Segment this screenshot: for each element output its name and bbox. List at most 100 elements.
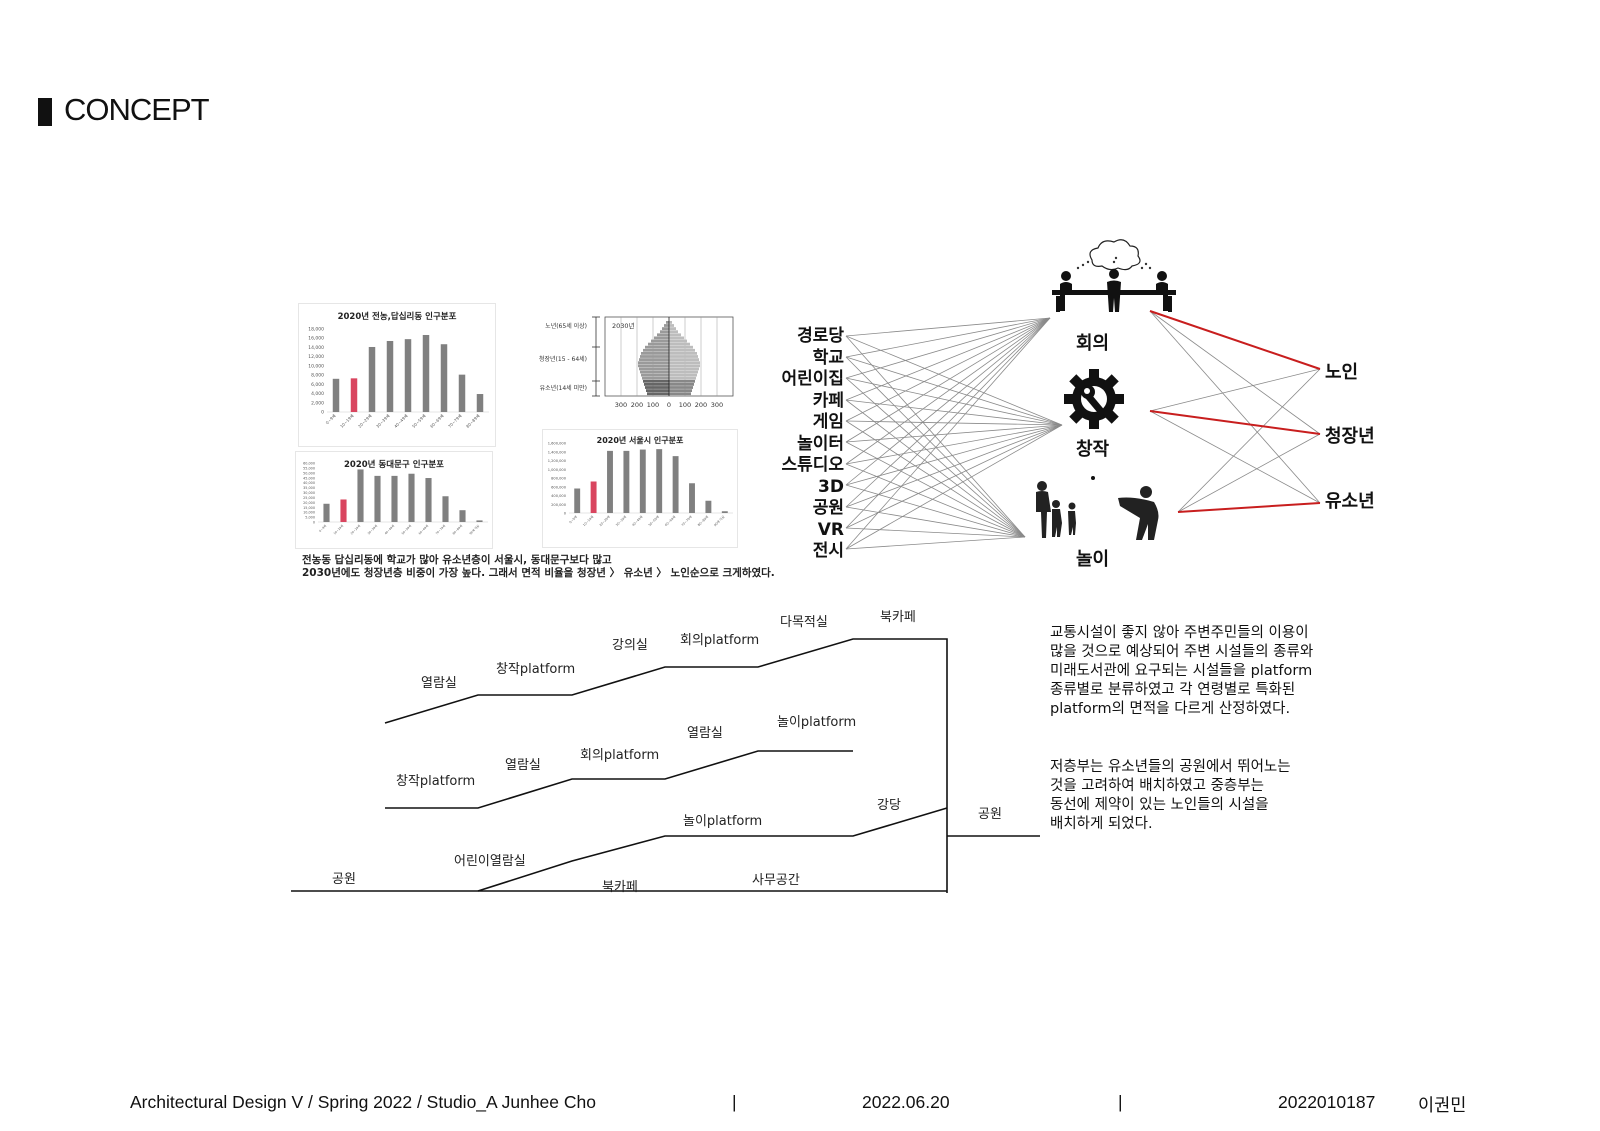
section-label: 강의실 [612, 638, 648, 653]
pyramid-bar-left [657, 333, 669, 337]
pyramid-bar-left [662, 327, 669, 330]
x-tick-label: 0~9세 [317, 523, 327, 533]
pyramid-bar-right [669, 342, 690, 346]
pyramid-bar-right [669, 370, 698, 374]
facility-label: 공원 [812, 498, 844, 518]
activity-label-play: 놀이 [1076, 549, 1110, 570]
chart-seoul-title: 2020년 서울시 인구분포 [596, 436, 684, 445]
pyramid-x-tick: 300 [711, 401, 723, 409]
pyramid-band-label: 노년(65세 이상) [545, 322, 587, 330]
facility-label: 전시 [812, 541, 844, 561]
pyramid-bar-left [638, 364, 669, 368]
bar [623, 450, 630, 513]
y-tick-label: 12,000 [308, 354, 324, 360]
pyramid-bar-right [669, 352, 697, 355]
pyramid-bar-right [669, 339, 687, 343]
pyramid-bar-right [669, 389, 692, 392]
network-link-highlight [1149, 310, 1321, 370]
description-line: 동선에 제약이 있는 노인들의 시설을 [1050, 797, 1269, 813]
facility-label: 3D [818, 476, 844, 497]
footer-separator: | [732, 1092, 737, 1112]
network-link [845, 420, 1063, 426]
footer-name: 이권민 [1418, 1095, 1467, 1115]
network-link [845, 399, 1026, 538]
dot-separator [1091, 476, 1095, 480]
description-line: 미래도서관에 요구되는 시설들을 platform [1050, 663, 1313, 679]
section-label: 열람실 [421, 676, 457, 691]
pyramid-bar-right [669, 373, 697, 377]
network-link [845, 317, 1051, 337]
pyramid-bar-left [654, 336, 669, 340]
network-link [845, 484, 1026, 538]
bar [689, 483, 695, 513]
bar [476, 394, 484, 412]
section-upper-floor [384, 638, 948, 893]
y-tick-label: 1,400,000 [548, 450, 567, 454]
pyramid-x-tick: 200 [695, 401, 707, 409]
bar [368, 346, 376, 412]
pyramid-x-tick: 100 [679, 401, 691, 409]
section-label: 회의platform [580, 748, 660, 763]
network-link [1177, 368, 1321, 513]
age-label-youth: 청장년 [1325, 426, 1375, 447]
section-middle-floor [385, 750, 853, 809]
facility-label: 학교 [812, 347, 844, 368]
pyramid-bar-left [640, 355, 669, 358]
section-label: 어린이열람실 [454, 854, 526, 869]
pyramid-bar-right [669, 330, 678, 334]
pyramid-bar-right [669, 348, 695, 352]
gear-wrench-icon [1064, 369, 1124, 429]
network-link [845, 536, 1026, 550]
description-line: 교통시설이 좋지 않아 주변주민들의 이용이 [1050, 625, 1309, 641]
pyramid-bar-left [664, 324, 669, 327]
section-label: 창작platform [496, 662, 576, 677]
bar [574, 488, 581, 513]
y-tick-label: 50,000 [303, 471, 315, 475]
pyramid-bar-right [669, 361, 700, 365]
description-line: platform의 면적을 다르게 산정하였다. [1050, 701, 1291, 717]
pyramid-bar-left [641, 373, 669, 377]
pyramid-x-tick: 200 [631, 401, 643, 409]
age-label-child: 유소년 [1325, 491, 1375, 512]
thought-cloud-icon [1089, 239, 1141, 271]
network-link [845, 317, 1051, 379]
facility-label: 어린이집 [781, 369, 844, 389]
description-paragraph-2: 저층부는 유소년들의 공원에서 뛰어노는 것을 고려하여 배치하였고 중층부는 … [1050, 758, 1380, 834]
chart-dongdaemun-title: 2020년 동대문구 인구분포 [344, 460, 444, 470]
chart-caption-line1: 전농동 답십리동에 학교가 많아 유소년층이 서울시, 동대문구보다 많고 [302, 554, 612, 566]
pyramid-bar-left [638, 361, 669, 365]
y-tick-label: 6,000 [311, 382, 324, 388]
y-tick-label: 60,000 [303, 462, 315, 466]
pyramid-x-tick: 300 [615, 401, 627, 409]
x-tick-label: 0~9세 [568, 514, 578, 524]
network-link [845, 317, 1051, 465]
section-label: 공원 [978, 807, 1002, 822]
network-link [845, 356, 1026, 538]
network-link [845, 317, 1051, 422]
description-line: 종류별로 분류하였고 각 연령별로 특화된 [1050, 682, 1296, 698]
pyramid-bar-right [669, 333, 681, 337]
network-lines [845, 310, 1321, 550]
pyramid-year-label: 2030년 [612, 321, 635, 330]
y-tick-label: 40,000 [303, 481, 315, 485]
y-tick-label: 2,000 [311, 400, 324, 406]
title-marker [38, 98, 52, 126]
pyramid-bar-left [639, 358, 669, 361]
age-label-senior: 노인 [1325, 362, 1359, 383]
network-link [845, 335, 1063, 426]
bar [440, 344, 448, 412]
section-label: 놀이platform [683, 814, 763, 829]
network-link [1177, 433, 1321, 513]
section-label: 북카페 [602, 880, 638, 895]
pyramid-bar-left [646, 389, 669, 392]
pyramid-bar-right [669, 386, 693, 389]
pyramid-bar-right [669, 379, 695, 383]
y-tick-label: 0 [313, 521, 315, 525]
pyramid-bar-left [643, 348, 669, 352]
section-label: 사무공간 [752, 873, 800, 888]
bar [357, 469, 364, 522]
bar [391, 475, 398, 522]
chart-dongdaemun-svg: 60,00055,00050,00045,00040,00035,00030,0… [303, 462, 488, 536]
